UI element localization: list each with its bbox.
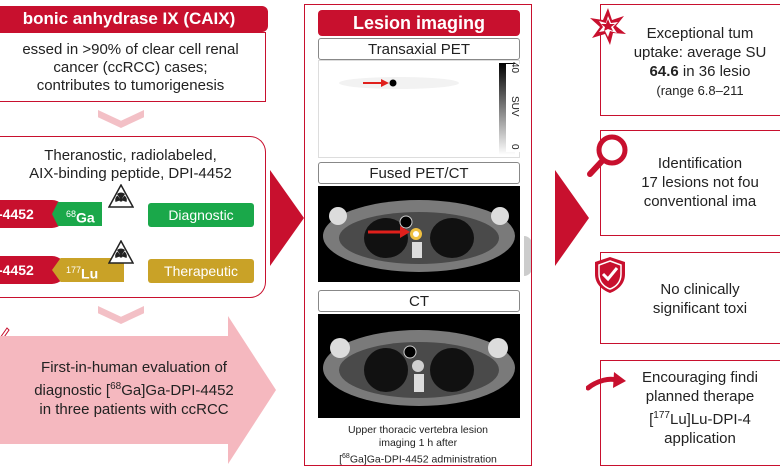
- ct-label: CT: [318, 290, 520, 312]
- pet-image: [318, 60, 520, 158]
- lesion-imaging-panel: [304, 4, 532, 466]
- radiation-hazard-icon: [108, 240, 134, 264]
- tumor-uptake-text: Exceptional tum uptake: average SU 64.6 …: [633, 25, 767, 98]
- transaxial-pet-label: Transaxial PET: [318, 38, 520, 60]
- caix-title: bonic anhydrase IX (CAIX): [0, 6, 268, 32]
- caix-expression-text: essed in >90% of clear cell renal cancer…: [22, 41, 239, 94]
- lesion-identification-box: [600, 130, 780, 236]
- suv-min: 0: [509, 144, 520, 150]
- suv-unit: SUV: [509, 96, 520, 117]
- pet-scan-drawing: [339, 63, 515, 155]
- shield-check-icon: [595, 257, 625, 293]
- down-chevron-icon: [98, 306, 144, 324]
- lesion-identification-text: Identification 17 lesions not fou conven…: [641, 155, 759, 210]
- toxicity-text: No clinically significant toxi: [652, 281, 748, 317]
- ct-scan-drawing: [323, 330, 515, 406]
- lu177-isotope-tag: 177Lu: [52, 258, 124, 282]
- tumor-uptake-box: [600, 4, 780, 116]
- fused-pet-ct-label: Fused PET/CT: [318, 162, 520, 184]
- evaluation-arrow: [0, 336, 228, 444]
- peptide-description: Theranostic, radiolabeled, AIX-binding p…: [29, 147, 232, 182]
- fused-pet-ct-image: [318, 186, 520, 282]
- flow-arrow-right: [555, 170, 589, 266]
- curved-arrow-icon: [586, 372, 626, 391]
- scan-edge-fragment: [524, 236, 532, 276]
- radiation-hazard-icon: [108, 184, 134, 208]
- magnifier-icon: [587, 134, 628, 177]
- suv-max: 40: [509, 62, 520, 74]
- diagnostic-badge: Diagnostic: [148, 203, 254, 227]
- first-in-human-text: First-in-human evaluation of diagnostic …: [34, 359, 234, 418]
- flow-arrow-left: [270, 170, 304, 266]
- toxicity-box: [600, 252, 780, 344]
- ga68-isotope-tag: 68Ga: [52, 202, 102, 226]
- lesion-imaging-title: Lesion imaging: [318, 10, 520, 36]
- suv-scale-label-bg: [506, 64, 520, 152]
- therapeutic-badge: Therapeutic: [148, 259, 254, 283]
- fused-scan-drawing: [323, 200, 515, 272]
- caix-expression-box: essed in >90% of clear cell renal cancer…: [0, 32, 266, 102]
- burst-icon: [590, 8, 626, 45]
- therapeutic-outlook-box: [600, 360, 780, 466]
- imaging-caption: Upper thoracic vertebra lesion imaging 1…: [339, 424, 497, 466]
- therapeutic-outlook-text: Encouraging findi planned therape [177Lu…: [642, 369, 758, 447]
- ct-image: [318, 314, 520, 418]
- down-chevron-icon: [98, 110, 144, 128]
